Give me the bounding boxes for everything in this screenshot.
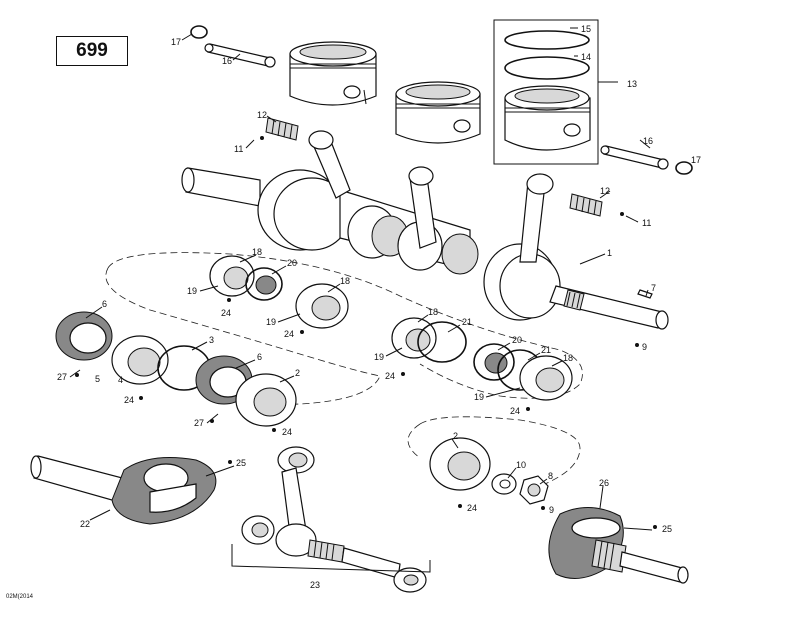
piston-middle: [395, 81, 481, 144]
callout-c24e: 24: [385, 371, 395, 381]
callout-c23: 23: [310, 580, 320, 590]
callout-c16a: 16: [222, 56, 232, 66]
callout-c18b: 18: [340, 276, 350, 286]
callout-c12a: 12: [257, 110, 267, 120]
washer-10: [491, 473, 517, 495]
callout-c9a: 9: [642, 342, 647, 352]
seal-ring-20a: [245, 267, 283, 301]
callout-c18d: 18: [563, 353, 573, 363]
crankshaft-half-22: [30, 455, 217, 525]
callout-c25b: 25: [662, 524, 672, 534]
callout-c6b: 6: [257, 352, 262, 362]
piston-pin-circlip-left: [190, 25, 208, 39]
leader-lines: [69, 33, 653, 531]
thread-locker-drops: [75, 136, 657, 529]
bearing-group-outline-lower: [105, 267, 381, 405]
callout-c17b: 17: [691, 155, 701, 165]
ball-bearing-18d: [519, 355, 573, 401]
ball-bearing-2a: [235, 373, 297, 427]
callout-c19d: 19: [474, 392, 484, 402]
callout-c21a: 21: [462, 317, 472, 327]
callout-c27a: 27: [57, 372, 67, 382]
callout-c13: 13: [627, 79, 637, 89]
callout-c19b: 19: [266, 317, 276, 327]
callout-c5: 5: [95, 374, 100, 384]
bearing-group-outline-right: [419, 416, 581, 487]
callout-c3: 3: [209, 335, 214, 345]
bearing-group-outline-right-lower: [407, 423, 421, 459]
callout-c20a: 20: [287, 258, 297, 268]
callout-c24f: 24: [510, 406, 520, 416]
callout-c14: 14: [581, 52, 591, 62]
piston-pin-left: [204, 43, 276, 68]
callout-c6a: 6: [102, 299, 107, 309]
ball-bearing-18b: [295, 283, 349, 329]
callout-c24b: 24: [284, 329, 294, 339]
callout-c8: 8: [548, 471, 553, 481]
callout-c2b: 2: [453, 431, 458, 441]
callout-c11b: 11: [642, 218, 651, 228]
callout-c17a: 17: [171, 37, 181, 47]
ball-bearing-4: [111, 335, 169, 385]
callout-c22: 22: [80, 519, 90, 529]
seal-ring-20b: [473, 343, 515, 381]
callout-c18c: 18: [428, 307, 438, 317]
callout-c24d: 24: [282, 427, 292, 437]
callout-c1: 1: [607, 248, 612, 258]
crankshaft-assembly: [181, 130, 669, 330]
callout-c16b: 16: [643, 136, 653, 146]
callout-c12b: 12: [600, 186, 610, 196]
piston-pin-circlip-right: [675, 161, 693, 175]
callout-c15: 15: [581, 24, 591, 34]
woodruff-key: [637, 289, 653, 299]
oil-seal-6a: [55, 311, 113, 361]
callout-c4: 4: [118, 375, 123, 385]
callout-c7: 7: [651, 283, 656, 293]
piston-left: [289, 41, 377, 106]
callout-c11a: 11: [234, 144, 243, 154]
callout-c19a: 19: [187, 286, 197, 296]
page-number-box: 699: [56, 36, 128, 66]
callout-c2a: 2: [295, 368, 300, 378]
nut-8: [519, 475, 549, 505]
callout-labels: 1716121115141316171211179182019241819246…: [57, 24, 701, 590]
piston-kit-box: [493, 19, 618, 165]
page-number: 699: [76, 40, 108, 61]
callout-c19c: 19: [374, 352, 384, 362]
callout-c20b: 20: [512, 335, 522, 345]
crankshaft-half-26: [548, 506, 689, 584]
ring-21a: [417, 321, 467, 363]
callout-c9b: 9: [549, 505, 554, 515]
callout-c24g: 24: [467, 503, 477, 513]
drawing-code: 02M(2014: [6, 594, 34, 600]
needle-bearing-left: [265, 117, 299, 141]
callout-c24a: 24: [221, 308, 231, 318]
ball-bearing-18c: [391, 317, 437, 359]
connecting-rod-kit-23: [231, 446, 431, 593]
callout-c24c: 24: [124, 395, 134, 405]
needle-bearing-right: [569, 193, 603, 217]
ball-bearing-2b: [429, 437, 491, 491]
callout-c25a: 25: [236, 458, 246, 468]
piston-pin-right: [600, 139, 669, 170]
callout-c18a: 18: [252, 247, 262, 257]
callout-c21b: 21: [541, 345, 551, 355]
bearing-group-outline-upper: [107, 252, 583, 399]
callout-c10: 10: [516, 460, 526, 470]
ball-bearing-18a: [209, 255, 255, 297]
callout-c27b: 27: [194, 418, 204, 428]
callout-c26: 26: [599, 478, 609, 488]
